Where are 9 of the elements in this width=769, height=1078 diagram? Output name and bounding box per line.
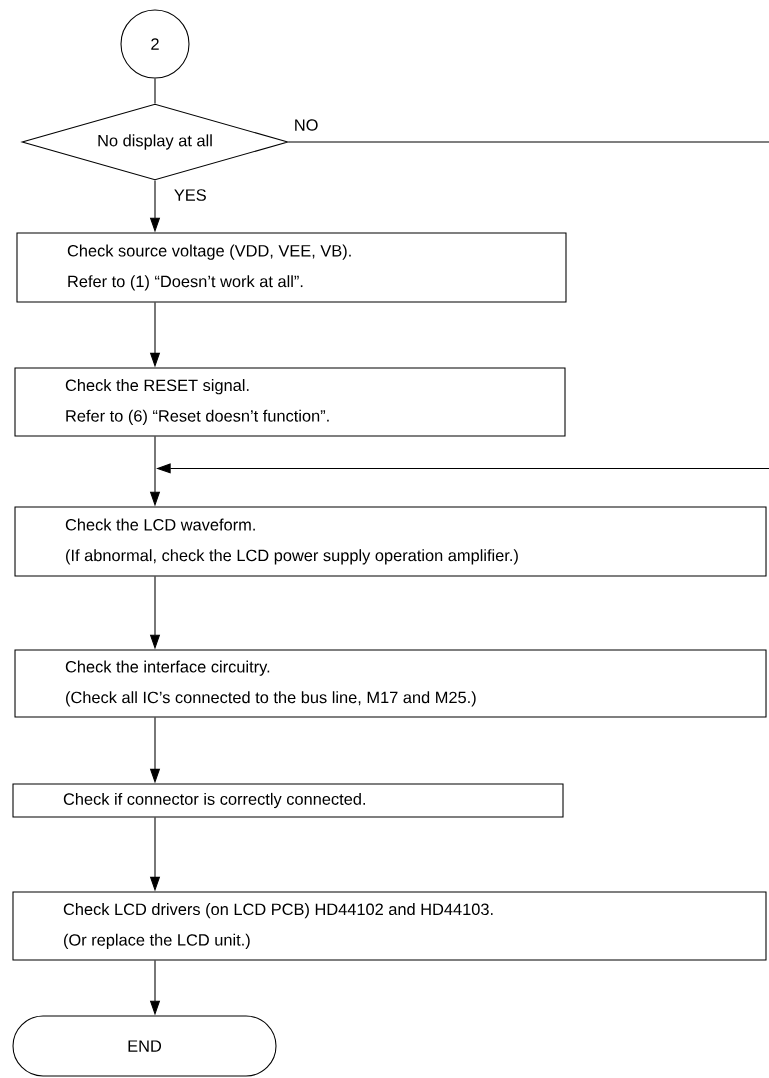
process-box: Check source voltage (VDD, VEE, VB). Refer to (1) “Doesn’t work at all”. xyxy=(16,232,567,303)
process-box: Check if connector is correctly connected. xyxy=(12,783,564,818)
end-terminal: END xyxy=(12,1015,277,1077)
process-box: Check the interface circuitry. (Check all IC’s connected to the bus line, M17 and M25.) xyxy=(14,649,767,718)
process-box: Check LCD drivers (on LCD PCB) HD44102 and HD44103. (Or replace the LCD unit.) xyxy=(12,891,767,961)
edge-label: NO xyxy=(292,117,320,133)
process-box: Check the RESET signal. Refer to (6) “Reset doesn’t function”. xyxy=(14,367,566,437)
edge-label: YES xyxy=(172,187,208,203)
process-box: Check the LCD waveform. (If abnormal, check the LCD power supply operation amplifier.) xyxy=(14,506,767,577)
